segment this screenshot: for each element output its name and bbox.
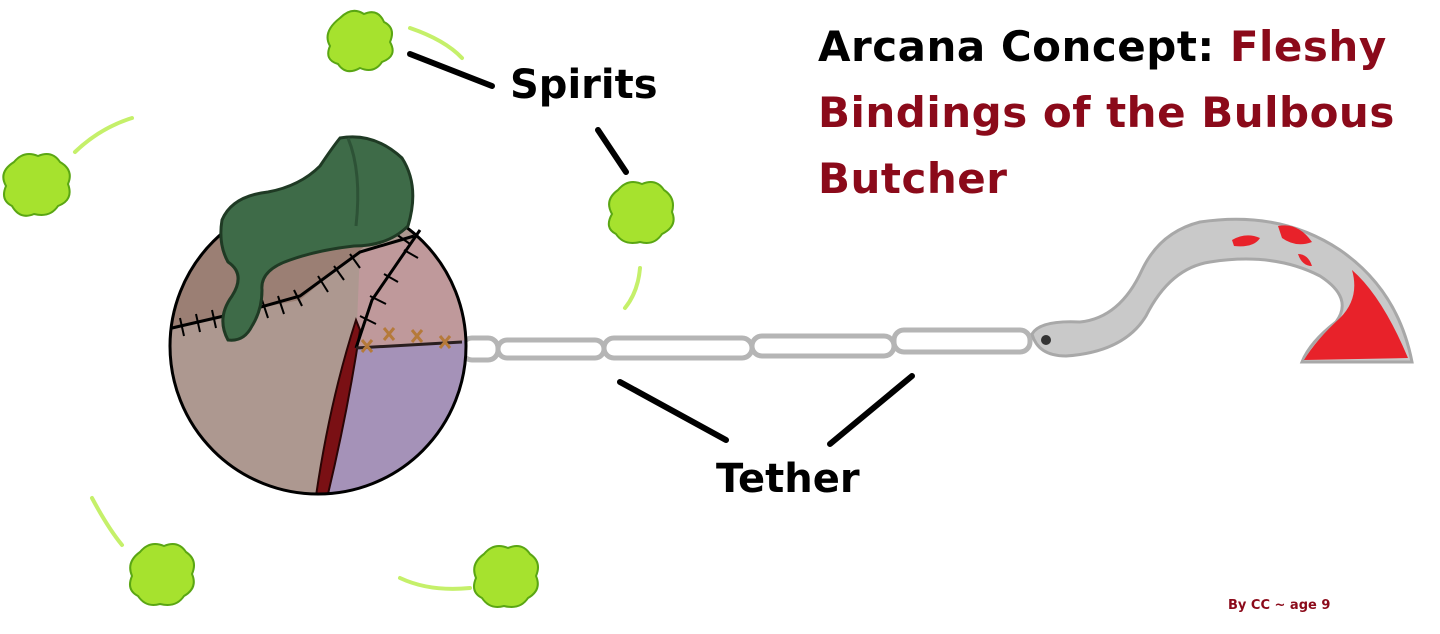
spirit-trail: [398, 576, 472, 591]
tether-label: Tether: [716, 456, 860, 502]
fleshy-ball: [168, 135, 468, 496]
spirit-blob: [607, 181, 675, 244]
title-accent: Fleshy Bindings of the Bulbous Butcher: [818, 22, 1395, 203]
spirit-blob: [326, 9, 394, 73]
tether-pointer-line: [827, 373, 915, 447]
hook-eye: [1041, 335, 1051, 345]
spirits-label: Spirits: [510, 62, 658, 108]
spirit-trail: [73, 116, 134, 154]
spirit-blob: [129, 543, 195, 606]
butcher-hook: [1030, 217, 1414, 364]
chain-link: [749, 333, 897, 359]
author-credit: By CC ~ age 9: [1228, 598, 1331, 613]
leaf-stem: [219, 135, 415, 342]
flesh-gash: [314, 317, 362, 494]
spirit-trail: [623, 266, 642, 310]
spirit-blob: [473, 545, 539, 608]
blood-splatter: [1278, 225, 1312, 245]
chain-link: [601, 335, 755, 361]
blood-splatter: [1304, 270, 1408, 360]
page-title: Arcana Concept: Fleshy Bindings of the B…: [818, 14, 1418, 212]
spirit-blob: [2, 153, 71, 217]
tether-pointer-line: [617, 379, 729, 443]
spirit-trail: [408, 26, 464, 60]
spirits-pointer-line: [595, 127, 629, 175]
blood-splatter: [1298, 254, 1312, 266]
blood-splatter: [1232, 235, 1260, 247]
spirits-pointer-line: [407, 51, 495, 89]
title-prefix: Arcana Concept:: [818, 22, 1215, 71]
chain-link: [495, 337, 607, 361]
chain-link: [891, 327, 1033, 355]
spirit-trail: [90, 496, 124, 547]
tether-chain: [459, 327, 1033, 363]
